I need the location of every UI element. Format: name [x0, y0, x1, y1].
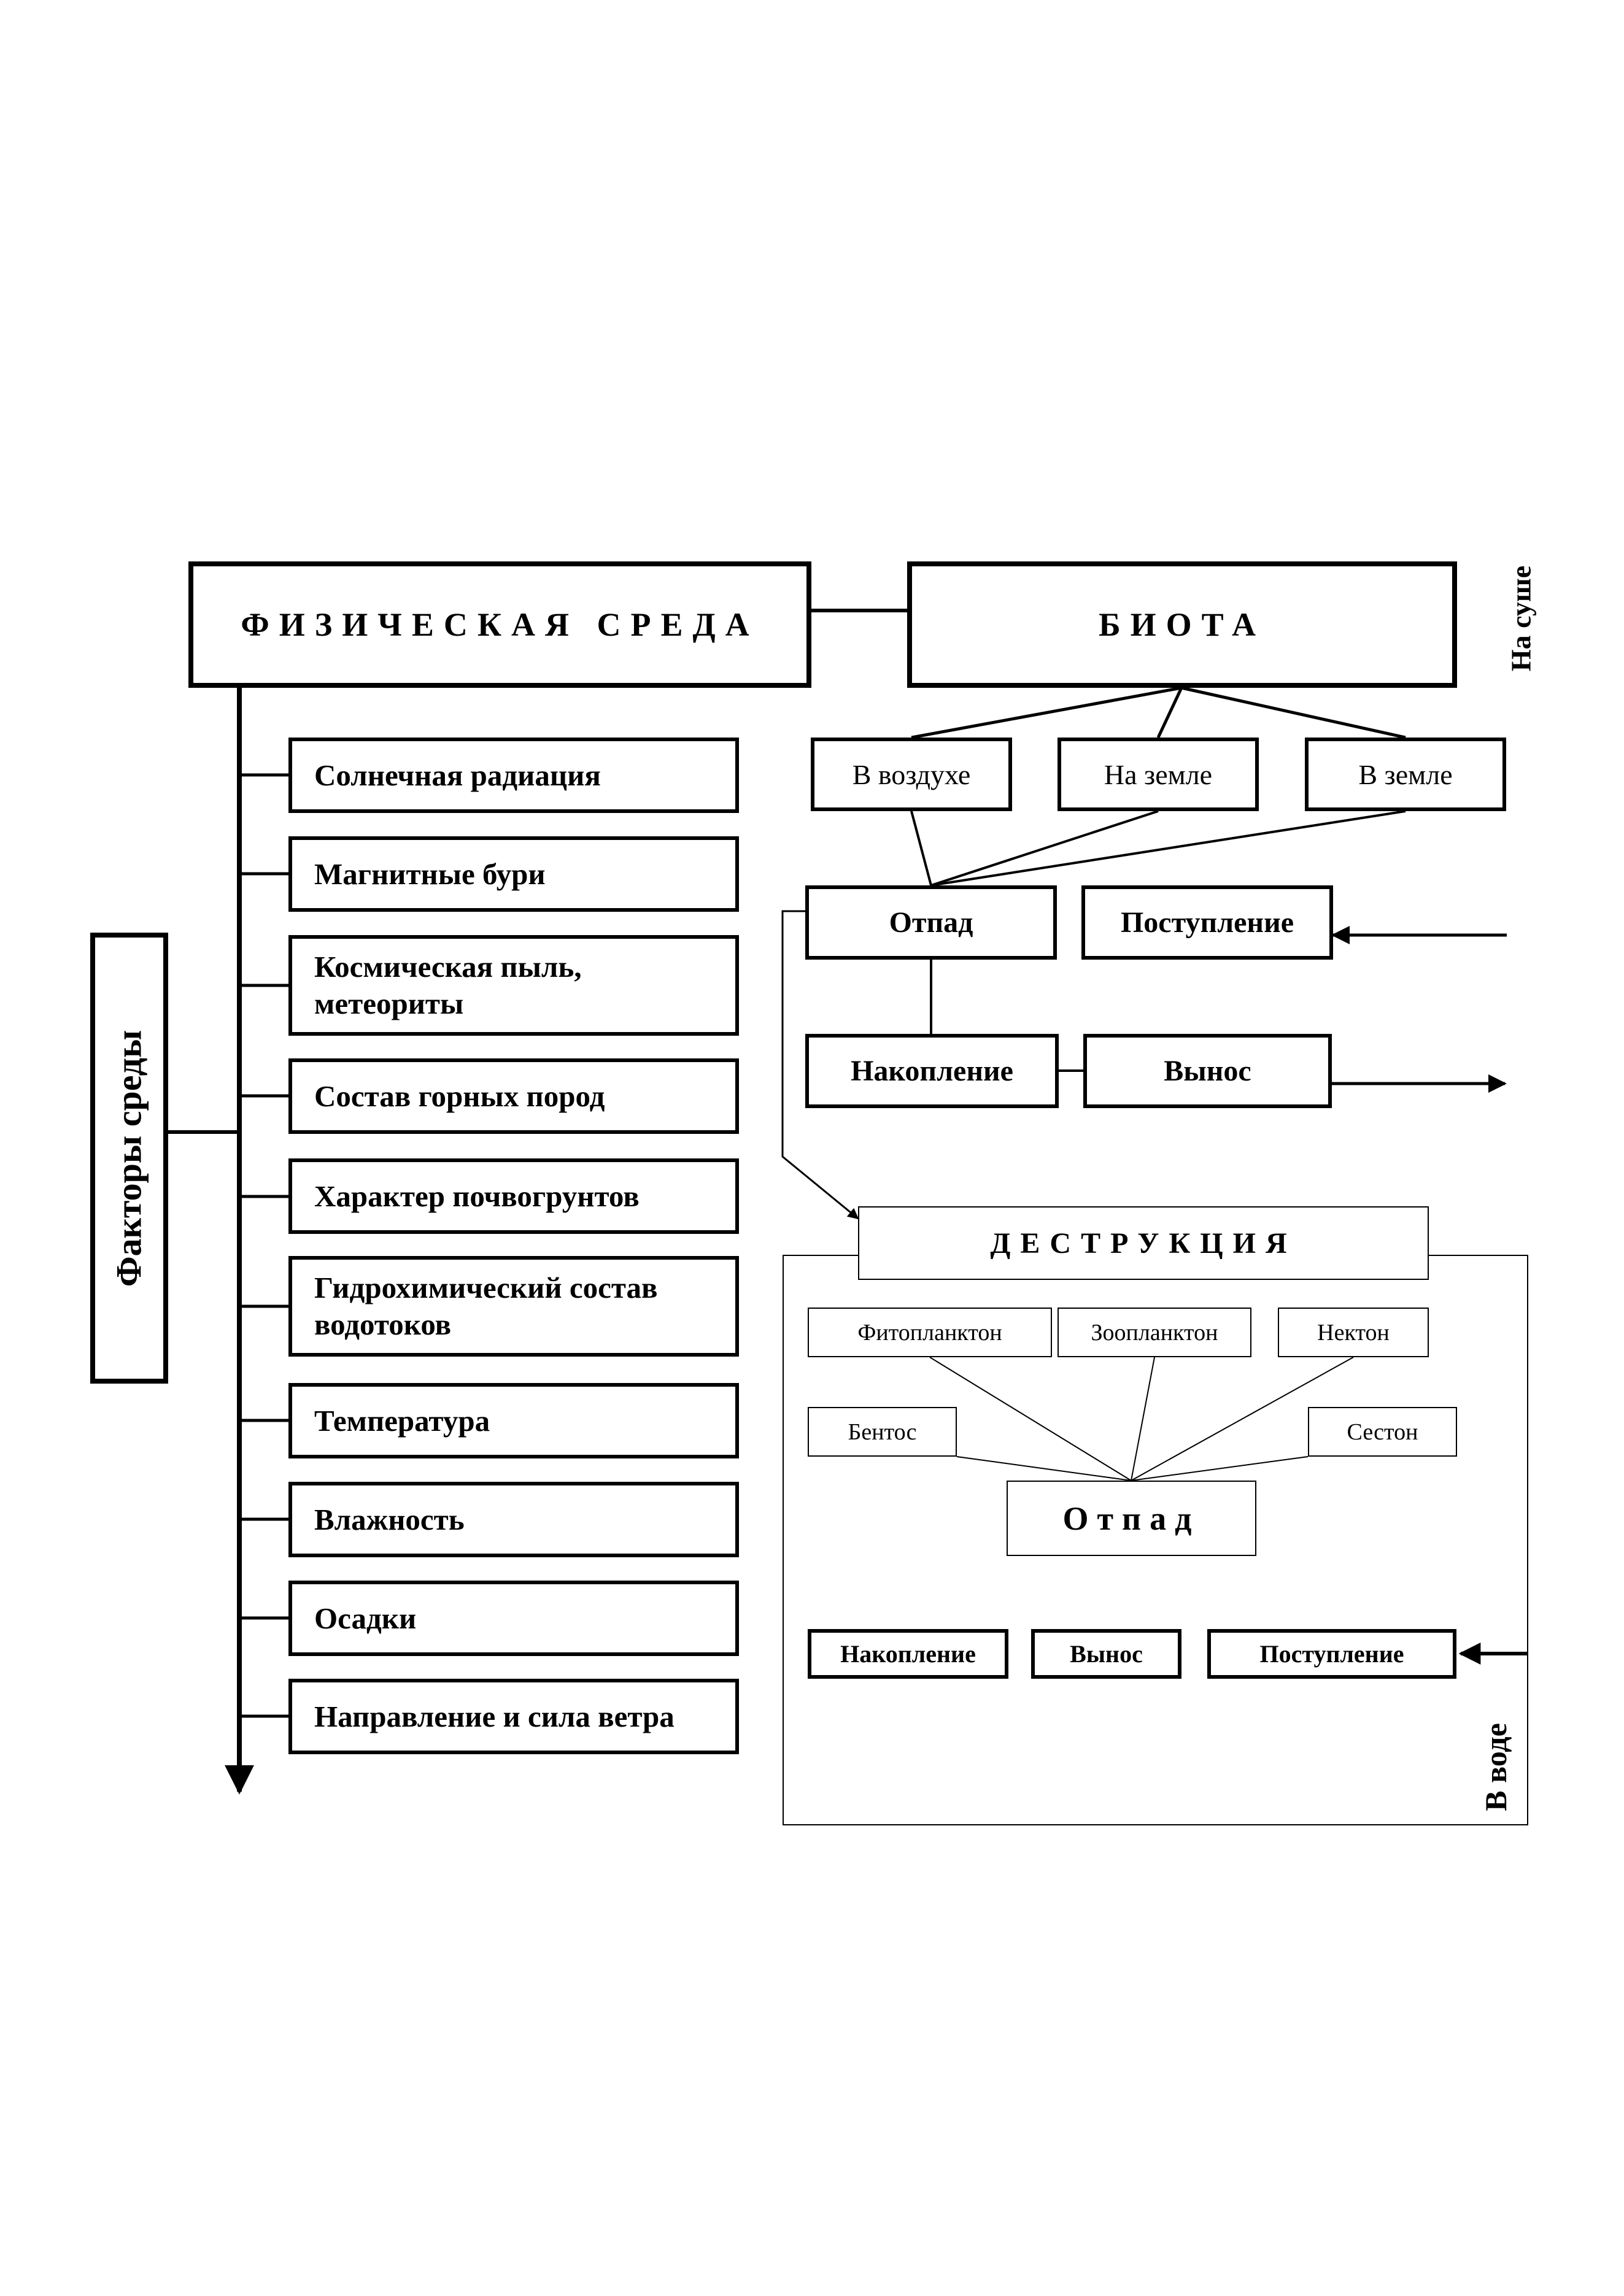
factor-label: Осадки [314, 1601, 417, 1635]
land-litter-box: Отпад [805, 885, 1057, 960]
factor-box: Магнитные бури [288, 836, 739, 912]
factor-box: Осадки [288, 1581, 739, 1656]
land-litter-label: Отпад [889, 906, 973, 939]
land-on-ground-box: На земле [1058, 738, 1259, 811]
land-accumulation-box: Накопление [805, 1034, 1059, 1108]
water-accumulation-label: Накопление [840, 1640, 976, 1668]
factor-label: Гидрохимический состав водотоков [314, 1271, 658, 1341]
land-removal-label: Вынос [1164, 1055, 1251, 1087]
factor-label: Солнечная радиация [314, 758, 601, 792]
factor-label: Состав горных пород [314, 1079, 605, 1113]
factor-label: Направление и сила ветра [314, 1699, 675, 1733]
water-benthos-label: Бентос [848, 1419, 917, 1445]
water-removal-label: Вынос [1070, 1640, 1143, 1668]
factor-label: Влажность [314, 1502, 465, 1536]
land-in-ground-box: В земле [1305, 738, 1506, 811]
physical-env-box: ФИЗИЧЕСКАЯ СРЕДА [188, 561, 811, 688]
water-zooplankton-label: Зоопланктон [1091, 1319, 1218, 1346]
water-litter-label: Отпад [1062, 1500, 1201, 1537]
factor-box: Космическая пыль, метеориты [288, 935, 739, 1036]
factor-box: Состав горных пород [288, 1058, 739, 1134]
water-input-box: Поступление [1207, 1629, 1456, 1679]
factor-label: Космическая пыль, метеориты [314, 950, 582, 1020]
water-input-label: Поступление [1259, 1640, 1404, 1668]
physical-env-label: ФИЗИЧЕСКАЯ СРЕДА [241, 606, 759, 643]
land-in-ground-label: В земле [1358, 758, 1453, 790]
land-input-box: Поступление [1081, 885, 1333, 960]
water-nekton-box: Нектон [1278, 1308, 1429, 1357]
factors-label: Факторы среды [109, 1030, 149, 1287]
water-seston-label: Сестон [1347, 1419, 1418, 1445]
water-benthos-box: Бентос [808, 1407, 957, 1457]
biota-label: БИОТА [1098, 606, 1266, 643]
factor-box: Солнечная радиация [288, 738, 739, 813]
water-phytoplankton-box: Фитопланктон [808, 1308, 1052, 1357]
water-nekton-label: Нектон [1317, 1319, 1390, 1346]
land-in-air-box: В воздухе [811, 738, 1012, 811]
water-phytoplankton-label: Фитопланктон [857, 1319, 1002, 1346]
biota-box: БИОТА [907, 561, 1457, 688]
factor-box: Характер почвогрунтов [288, 1158, 739, 1234]
destruction-label: ДЕСТРУКЦИЯ [990, 1227, 1297, 1260]
land-accumulation-label: Накопление [851, 1055, 1013, 1087]
factors-label-box [90, 933, 168, 1384]
land-input-label: Поступление [1120, 906, 1294, 939]
factor-box: Температура [288, 1383, 739, 1458]
land-in-air-label: В воздухе [852, 758, 971, 790]
water-accumulation-box: Накопление [808, 1629, 1008, 1679]
factor-label: Магнитные бури [314, 857, 546, 891]
factor-box: Влажность [288, 1482, 739, 1557]
land-removal-box: Вынос [1083, 1034, 1332, 1108]
factor-box: Направление и сила ветра [288, 1679, 739, 1754]
destruction-box: ДЕСТРУКЦИЯ [858, 1206, 1429, 1280]
water-litter-box: Отпад [1007, 1481, 1256, 1556]
water-removal-box: Вынос [1031, 1629, 1181, 1679]
water-label: В воде [1479, 1723, 1513, 1811]
factor-box: Гидрохимический состав водотоков [288, 1256, 739, 1357]
water-seston-box: Сестон [1308, 1407, 1457, 1457]
land-on-ground-label: На земле [1104, 758, 1213, 790]
water-zooplankton-box: Зоопланктон [1058, 1308, 1251, 1357]
land-label: На суше [1505, 565, 1537, 672]
factor-label: Характер почвогрунтов [314, 1179, 640, 1213]
factor-label: Температура [314, 1403, 490, 1438]
